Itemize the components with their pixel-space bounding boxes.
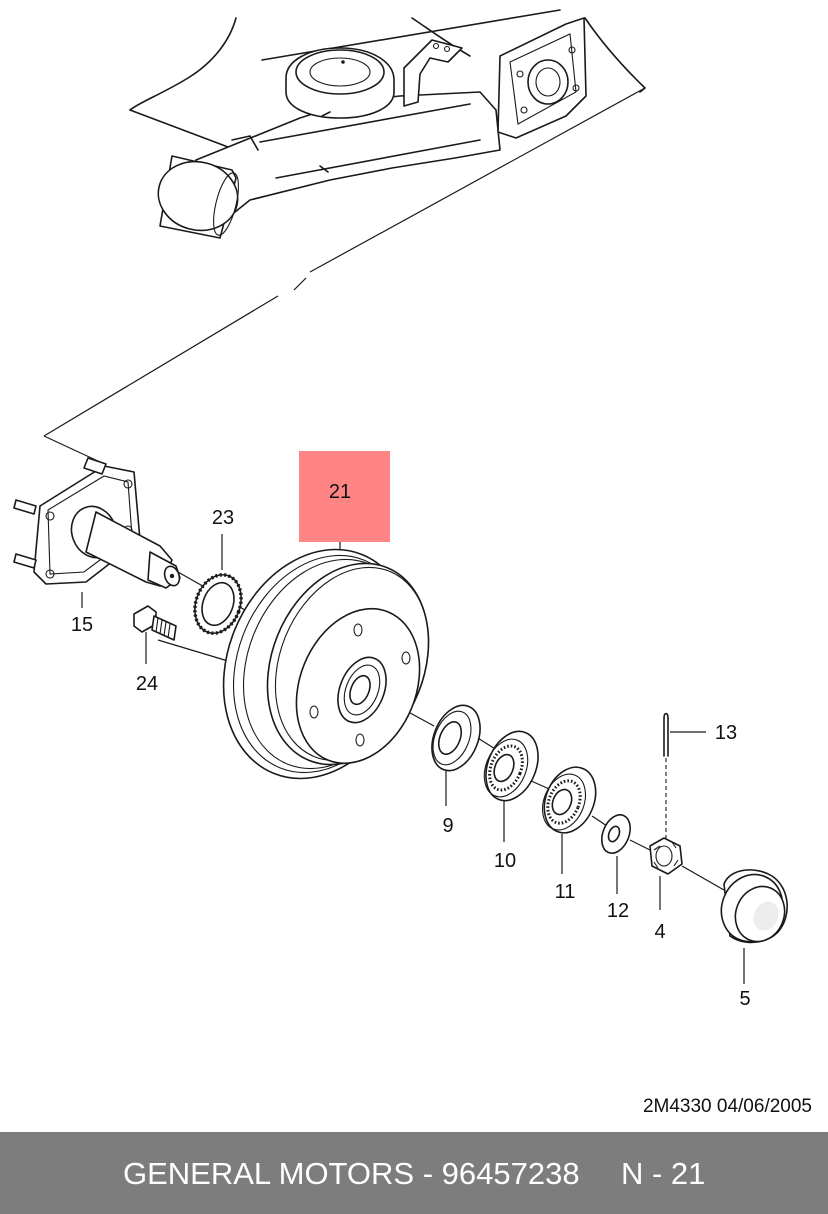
part-23-tone-ring — [193, 534, 243, 635]
part-10-inner-bearing — [483, 730, 539, 842]
callout-9[interactable]: 9 — [442, 815, 453, 837]
callout-23[interactable]: 23 — [212, 507, 234, 529]
part-4-castle-nut — [649, 837, 683, 910]
callout-5[interactable]: 5 — [739, 988, 750, 1010]
part-21-brake-drum — [222, 510, 430, 780]
part-13-cotter-pin — [663, 712, 706, 840]
footer-brand-part: GENERAL MOTORS - 96457238 — [123, 1156, 580, 1191]
part-12-washer — [601, 814, 631, 894]
part-11-outer-bearing — [541, 766, 597, 874]
part-9-oil-seal — [431, 704, 481, 806]
callout-15[interactable]: 15 — [71, 614, 93, 636]
footer-bar: GENERAL MOTORS - 96457238 N - 21 — [0, 1132, 828, 1214]
callout-4[interactable]: 4 — [654, 921, 665, 943]
part-24-wheel-bolt — [133, 605, 177, 664]
exploded-parts-diagram: 21 23 15 24 13 9 10 11 12 4 5 — [13, 9, 788, 1010]
part-5-grease-cap — [720, 869, 788, 984]
callout-21[interactable]: 21 — [329, 481, 351, 503]
rear-axle-beam — [129, 9, 646, 239]
callout-12[interactable]: 12 — [607, 900, 629, 922]
callout-13[interactable]: 13 — [715, 722, 737, 744]
highlight-box-part-21 — [299, 451, 390, 542]
part-15-stub-axle — [13, 457, 181, 608]
drawing-code: 2M4330 04/06/2005 — [642, 1096, 812, 1117]
footer-page-ref: N - 21 — [621, 1156, 706, 1191]
callout-10[interactable]: 10 — [494, 850, 516, 872]
callout-11[interactable]: 11 — [555, 881, 576, 903]
callout-24[interactable]: 24 — [136, 673, 158, 695]
